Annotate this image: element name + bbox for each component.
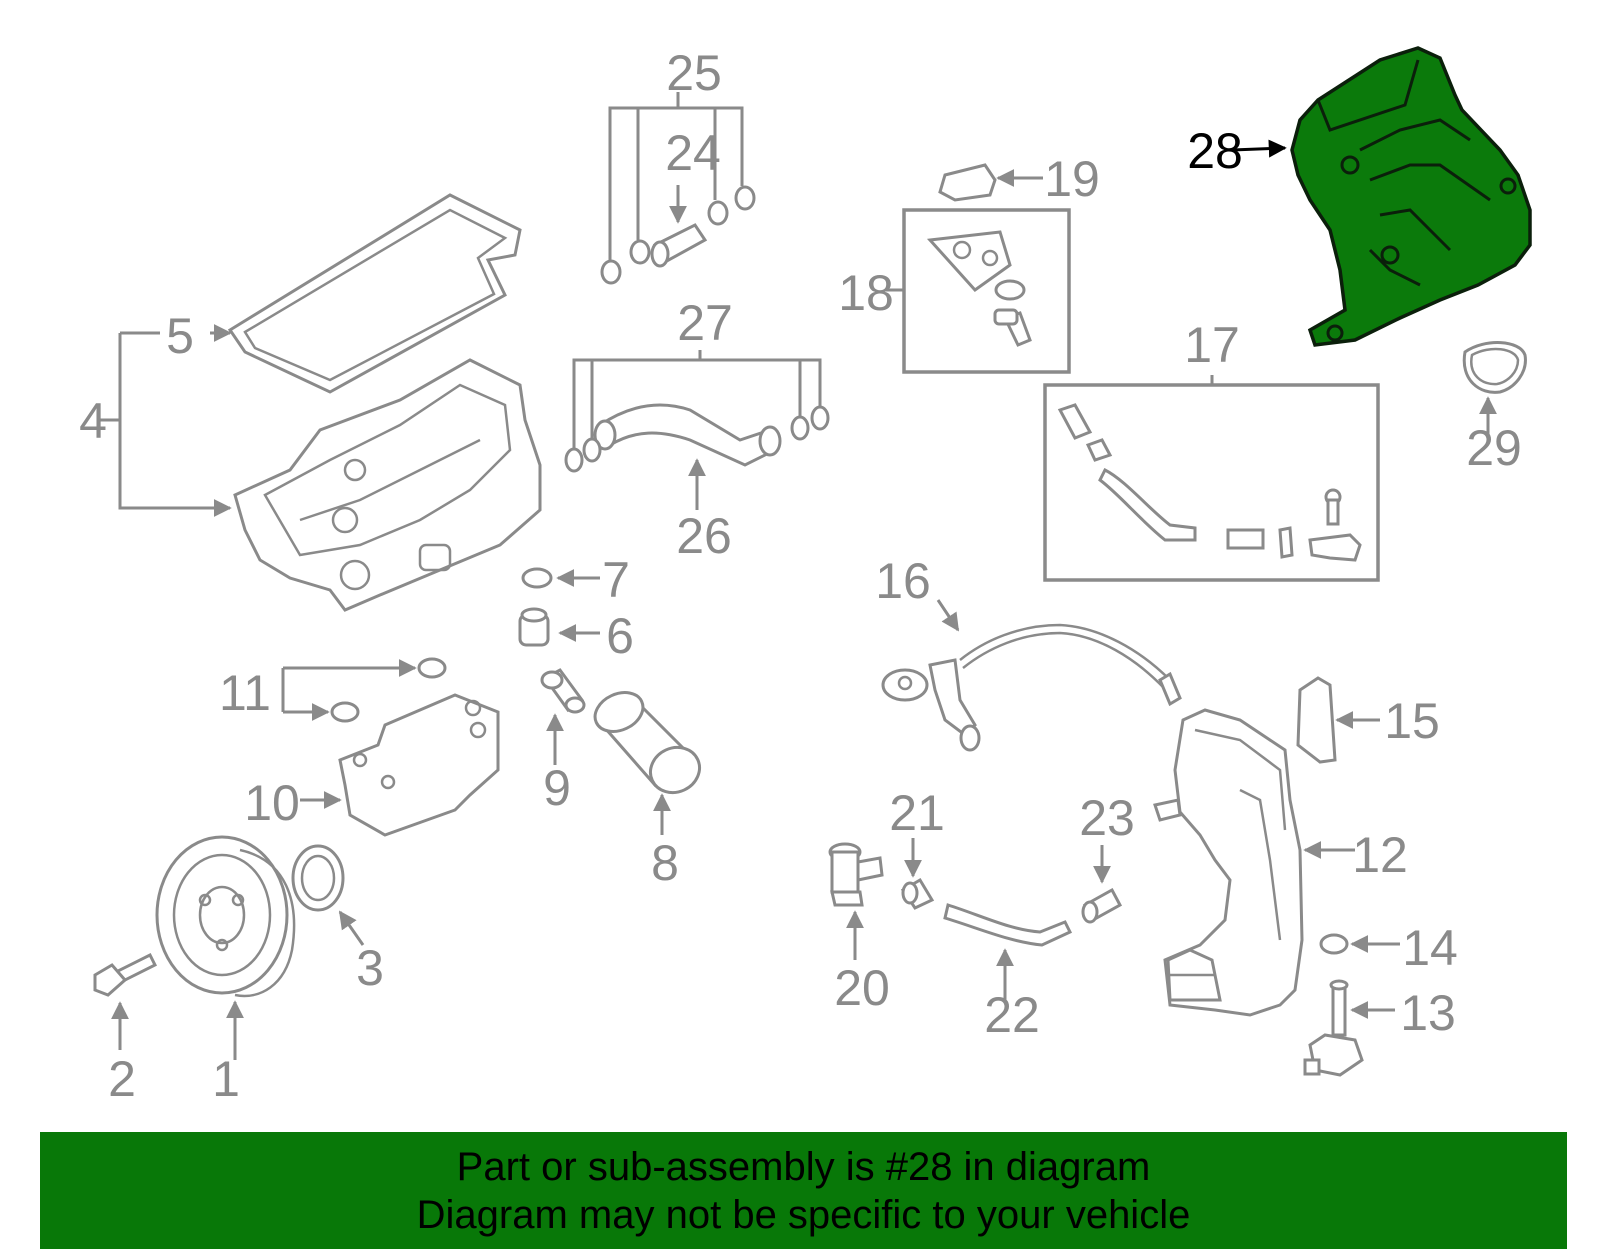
part-3-seal xyxy=(291,844,345,912)
callout-6: 6 xyxy=(606,608,634,664)
part-18-oil-filler xyxy=(926,230,1032,347)
part-28-intake-manifold xyxy=(1290,46,1532,347)
part-7-o-ring xyxy=(521,567,553,589)
part-16-dipstick-tube xyxy=(881,623,1182,752)
callout-29: 29 xyxy=(1466,420,1522,476)
callout-21: 21 xyxy=(889,785,945,841)
part-27-o-rings xyxy=(564,405,830,473)
callout-10: 10 xyxy=(244,775,300,831)
part-25-o-rings xyxy=(600,185,756,285)
banner-line-2: Diagram may not be specific to your vehi… xyxy=(416,1192,1191,1237)
part-26-hose xyxy=(593,403,782,467)
callout-24: 24 xyxy=(665,125,721,181)
part-23-hose xyxy=(1081,887,1123,924)
part-24-tube xyxy=(650,223,708,268)
callout-12: 12 xyxy=(1352,827,1408,883)
part-12-oil-separator xyxy=(1153,708,1304,1017)
part-14-o-ring xyxy=(1319,933,1349,955)
callout-22: 22 xyxy=(984,987,1040,1043)
part-20-valve xyxy=(828,842,884,907)
callout-2: 2 xyxy=(108,1051,136,1107)
part-9-fitting xyxy=(540,668,586,714)
part-10-oil-cooler xyxy=(338,693,500,837)
part-8-oil-filter xyxy=(593,691,701,795)
part-2-bolt xyxy=(93,952,158,997)
callout-26: 26 xyxy=(676,508,732,564)
part-22-hose xyxy=(943,903,1073,947)
callout-15: 15 xyxy=(1384,693,1440,749)
part-29-gasket xyxy=(1462,341,1527,394)
callout-17: 17 xyxy=(1184,317,1240,373)
callout-20: 20 xyxy=(834,960,890,1016)
callout-7: 7 xyxy=(602,552,630,608)
callout-28: 28 xyxy=(1187,123,1243,179)
part-13-sensor xyxy=(1303,979,1364,1077)
part-5-oil-pan-gasket xyxy=(227,193,522,394)
callout-8: 8 xyxy=(651,835,679,891)
part-1-crank-pulley xyxy=(155,835,296,998)
part-21-hose xyxy=(900,877,935,910)
part-19-cap xyxy=(938,163,997,202)
callout-9: 9 xyxy=(543,760,571,816)
notice-banner: Part or sub-assembly is #28 in diagram D… xyxy=(40,1132,1567,1249)
banner-line-1: Part or sub-assembly is #28 in diagram xyxy=(456,1144,1151,1189)
callout-3: 3 xyxy=(356,940,384,996)
callout-25: 25 xyxy=(666,45,722,101)
callout-13: 13 xyxy=(1400,985,1456,1041)
callout-1: 1 xyxy=(212,1051,240,1107)
callout-4: 4 xyxy=(79,393,107,449)
callout-23: 23 xyxy=(1079,790,1135,846)
part-11-seals xyxy=(330,657,447,723)
callout-16: 16 xyxy=(875,553,931,609)
callout-27: 27 xyxy=(677,295,733,351)
callout-19: 19 xyxy=(1044,151,1100,207)
callout-11: 11 xyxy=(219,665,271,721)
part-6-drain-plug xyxy=(518,607,550,647)
callout-14: 14 xyxy=(1402,920,1458,976)
callout-18: 18 xyxy=(838,265,894,321)
part-4-oil-pan xyxy=(233,358,542,612)
part-15-cover xyxy=(1296,676,1337,764)
callout-5: 5 xyxy=(166,308,194,364)
part-17-hose-kit xyxy=(1057,403,1362,562)
